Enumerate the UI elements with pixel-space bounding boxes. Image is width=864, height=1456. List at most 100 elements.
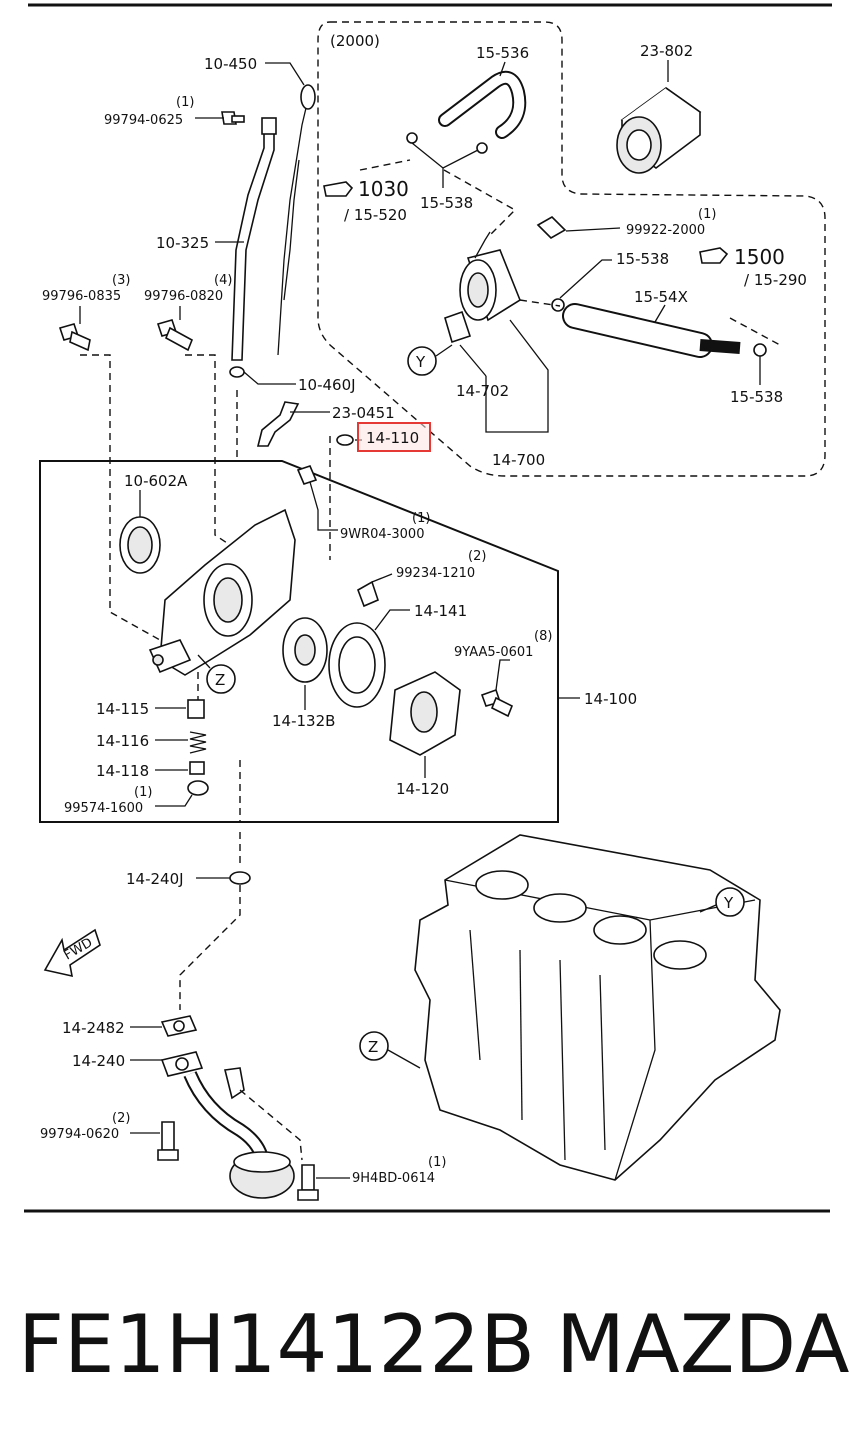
label-14-702: 14-702 [456,382,509,400]
label-15-538a: 15-538 [420,194,473,212]
bolt-99794-0625 [221,111,245,125]
bolt-99796-0820 [156,319,194,352]
oil-pump-body-14-100 [148,508,296,676]
group-2000-outline [317,21,826,477]
label-14-240J: 14-240J [126,870,184,888]
label-14-118: 14-118 [96,762,149,780]
label-14-110: 14-110 [366,429,419,447]
hose-15-536-fill [440,72,525,137]
ref-1030: 1030 [358,177,409,201]
qty-99794-0620: (2) [112,1111,130,1126]
part-number: FE1H14122B [18,1298,535,1391]
oil-filter-23-802 [616,87,702,174]
label-10-450: 10-450 [204,55,257,73]
label-99794-0625: 99794-0625 [104,113,183,128]
inner-rotor-14-132B [282,617,328,683]
oil-pump-box [39,460,559,823]
oil-seal-10-602A [119,516,161,574]
label-99922-2000: 99922-2000 [626,223,705,238]
label-99574-1600: 99574-1600 [64,801,143,816]
qty-99574-1600: (1) [134,785,152,800]
dash-1500-arrow [729,317,781,346]
label-14-141: 14-141 [414,602,467,620]
label-10-460J: 10-460J [298,376,356,394]
clamp-15-538d [753,343,767,357]
label-99794-0620: 99794-0620 [40,1127,119,1142]
leader-15-54X [654,304,666,323]
ref-1500-sub: / 15-290 [744,271,807,289]
label-14-100: 14-100 [584,690,637,708]
dash-to-gasket [179,885,241,1010]
plunger-14-115 [187,699,205,719]
leader-14-700 [485,319,549,433]
bolt-99796-0835 [58,323,91,352]
label-23-0451: 23-0451 [332,404,395,422]
hose-15-54X-end [699,339,741,354]
ref-1030-sub: / 15-520 [344,206,407,224]
pointing-hand-icon [323,181,354,197]
leader-9WR04-3000 [309,481,338,531]
dash-strainer-bolt [239,1089,303,1161]
qty-99796-0820: (4) [214,273,232,288]
dash-cooler-bolt [519,299,561,307]
leader-15-538a [411,142,479,188]
leader-dash-left [80,354,161,641]
oring-14-110 [336,434,354,446]
label-15-538b: 15-538 [616,250,669,268]
brand-name: MAZDA [556,1298,850,1391]
gasket-23-0451 [256,401,300,447]
clamp-15-538b [476,142,488,154]
label-14-700: 14-700 [492,451,545,469]
dash-hose-cooler [443,169,517,236]
label-23-802: 23-802 [640,42,693,60]
qty-9H4BD-0614: (1) [428,1155,446,1170]
callout-y-block: Y [699,887,745,917]
year-note: (2000) [330,32,380,50]
bolt-99794-0620 [157,1121,179,1161]
label-9H4BD-0614: 9H4BD-0614 [352,1171,435,1186]
plug-9WR04-3000 [296,465,318,485]
label-10-325: 10-325 [156,234,209,252]
fwd-arrow-icon: FWD [43,928,101,978]
oring-10-460J [229,366,245,378]
gasket-14-2482 [160,1015,198,1037]
footer: FE1H14122B MAZDA [0,1290,864,1400]
label-14-116: 14-116 [96,732,149,750]
label-9WR04-3000: 9WR04-3000 [340,527,424,542]
ref-1500: 1500 [734,245,785,269]
oring-14-240J [229,871,251,885]
leader-10-460J [243,371,296,385]
svg-text:Y: Y [723,894,734,912]
label-99796-0820: 99796-0820 [144,289,223,304]
leader-14-702 [459,344,487,377]
leader-15-536 [499,61,506,77]
label-14-240: 14-240 [72,1052,125,1070]
leader-99922-2000 [565,227,621,232]
ref-arrow-1030 [359,159,411,171]
highlight-14-110 [357,422,431,452]
label-99234-1210: 99234-1210 [396,566,475,581]
oil-cooler-14-700 [459,231,521,322]
svg-text:Y: Y [415,353,426,371]
label-15-536: 15-536 [476,44,529,62]
label-99796-0835: 99796-0835 [42,289,121,304]
engine-block [414,834,781,1181]
svg-text:Z: Z [368,1038,378,1056]
bolt-9YAA5-0601 [480,688,514,718]
gasket-14-702 [444,310,472,344]
qty-99922-2000: (1) [698,207,716,222]
oil-strainer-14-240 [160,1051,295,1199]
label-14-2482: 14-2482 [62,1019,125,1037]
label-14-115: 14-115 [96,700,149,718]
callout-z-block: Z [359,1031,421,1069]
dipstick-tube [231,117,277,361]
outer-rotor-14-141 [328,622,386,708]
qty-99234-1210: (2) [468,549,486,564]
label-15-54X: 15-54X [634,288,688,306]
label-14-132B: 14-132B [272,712,335,730]
leader-dash-mid [185,354,231,546]
clamp-15-538a [406,132,418,144]
pump-cover-14-120 [389,671,461,756]
callout-z-pump: Z [197,654,236,694]
